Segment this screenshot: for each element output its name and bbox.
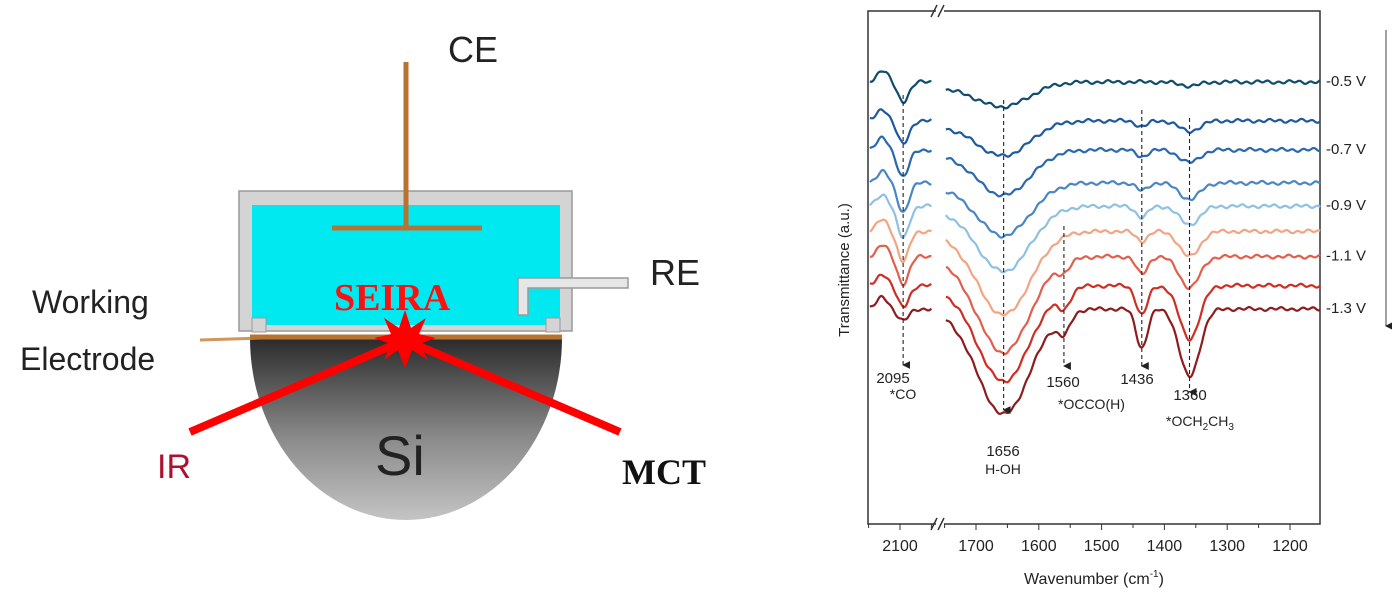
ce-label: CE [448,29,498,70]
spectrum-line--0.5V [869,70,1321,110]
spectrum-line--1.0V [869,218,1321,317]
peak-wavenumber-label: 1560 [1046,374,1079,391]
cell-foot-left [251,317,267,333]
potential-label: -0.7 V [1326,141,1366,158]
spectrum-line--0.6V [869,108,1321,158]
reference-electrode-tube [517,277,629,316]
x-tick-label: 2100 [882,538,918,555]
x-tick-labels: 2100 1700 1600 1500 1400 1300 1200 [882,538,1308,555]
cell-foot-right [545,317,561,333]
potential-label: -1.1 V [1326,248,1366,265]
peak-wavenumber-label: 1436 [1120,371,1153,388]
x-axis-label: Wavenumber (cm-1) [1024,569,1164,588]
mct-label: MCT [622,452,706,492]
x-tick-label: 1700 [958,538,994,555]
x-tick-label: 1600 [1021,538,1057,555]
seira-label: SEIRA [334,277,451,319]
potential-label: -0.9 V [1326,197,1366,214]
axis-break-mark [937,517,945,531]
spectra-traces [869,70,1321,415]
seira-cell-diagram: CE RE Working Electrode SEIRA Si IR MCT [20,29,706,520]
peak-assignment-label: H-OH [985,461,1021,477]
plot-frame [867,10,1321,525]
x-tick-label: 1500 [1084,538,1120,555]
spectrum-line--0.9V [869,193,1321,274]
si-hemisphere [250,338,562,520]
axis-break-mark [937,4,945,18]
x-tick-label: 1400 [1147,538,1183,555]
re-label: RE [650,252,700,293]
ir-beam [188,336,407,436]
potential-label: -0.5 V [1326,73,1366,90]
x-tick-label: 1200 [1272,538,1308,555]
si-label: Si [375,424,425,487]
potential-labels: -0.5 V -0.7 V -0.9 V -1.1 V -1.3 V [1326,73,1366,317]
peak-wavenumber-label: 2095 [876,370,909,387]
x-tick-label: 1300 [1209,538,1245,555]
spectrum-line--0.8V [869,168,1321,239]
y-axis-label: Transmittance (a.u.) [836,203,853,337]
peak-assignment-label: *OCCO(H) [1058,396,1125,412]
working-electrode-label-2: Electrode [20,341,155,377]
axis-break-mark [930,4,938,18]
spectrum-line--1.1V [869,244,1321,356]
working-electrode-label-1: Working [32,284,149,320]
peak-wavenumber-label: 1360 [1173,387,1206,404]
ir-label: IR [157,448,191,486]
axis-break-mark [930,517,938,531]
potential-label: -1.3 V [1326,300,1366,317]
mct-beam [403,336,622,436]
peak-assignment-label: *CO [890,386,917,402]
peak-wavenumber-label: 1656 [986,443,1019,460]
starburst-icon [374,310,436,368]
spectrum-line--0.7V [869,135,1321,198]
spectrum-line--1.2V [869,273,1321,384]
peak-assignment-label: *OCH2CH3 [1166,413,1234,433]
chart-axes [867,4,1321,531]
